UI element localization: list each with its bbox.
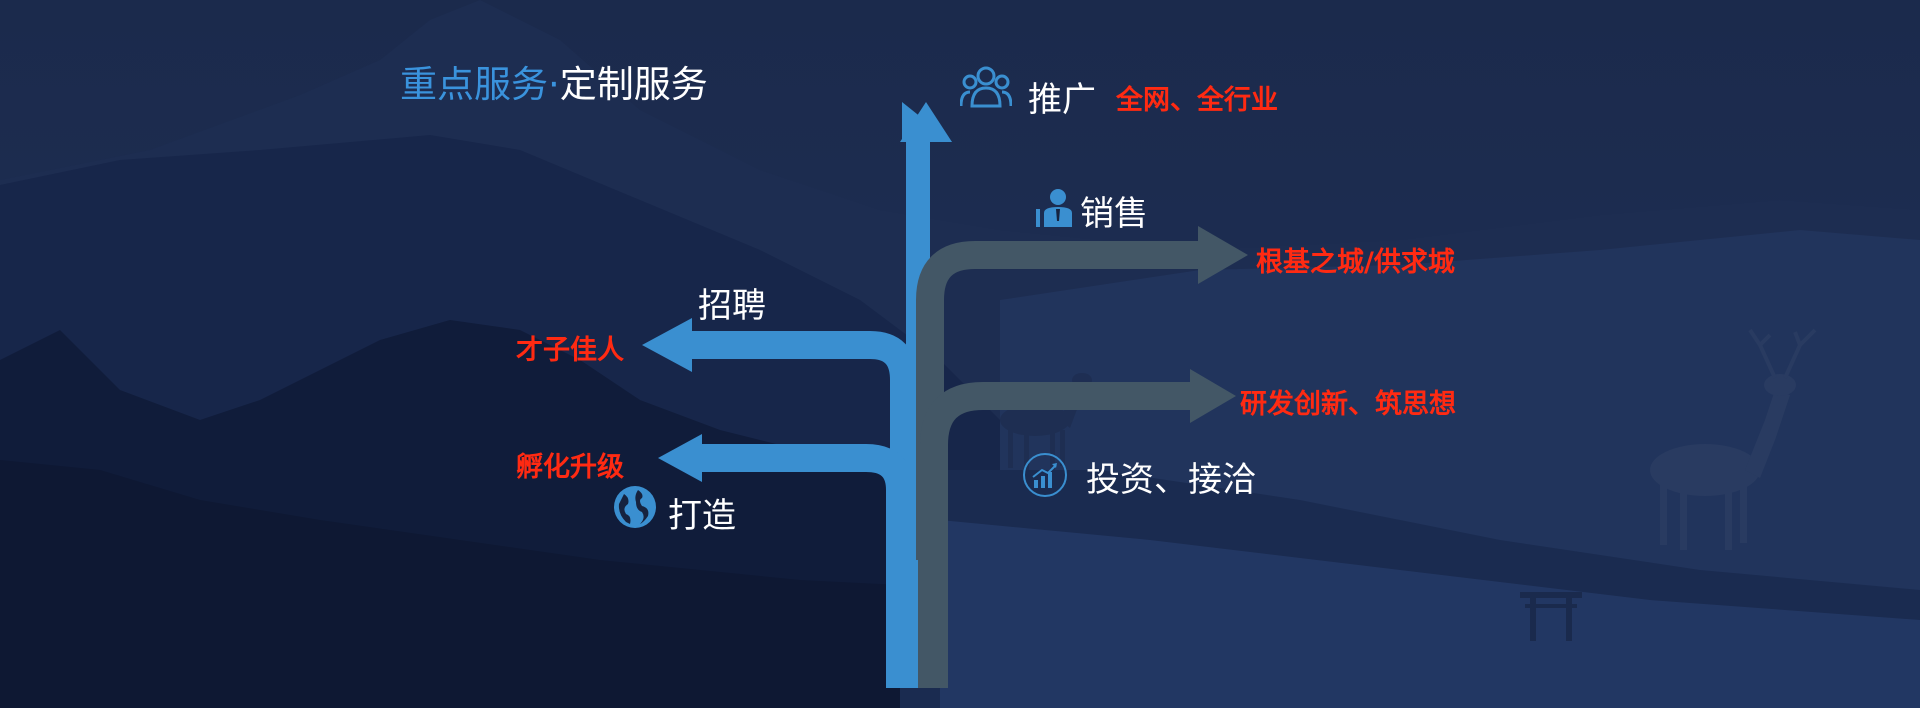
globe-icon bbox=[614, 486, 656, 528]
arrow-head-investment bbox=[1190, 369, 1236, 423]
growth-chart-icon bbox=[1023, 453, 1067, 497]
recruitment-label: 招聘 bbox=[698, 286, 766, 326]
people-group-icon bbox=[960, 66, 1012, 108]
sales-detail: 根基之城/供求城 bbox=[1256, 247, 1455, 278]
arrow-head-recruitment bbox=[642, 318, 692, 372]
arrow-sales bbox=[916, 241, 1205, 688]
arrow-investment bbox=[920, 382, 1195, 688]
promotion-detail: 全网、全行业 bbox=[1116, 85, 1278, 116]
investment-label: 投资、接洽 bbox=[1086, 460, 1256, 500]
sales-label: 销售 bbox=[1080, 194, 1148, 234]
trunk-grey bbox=[920, 560, 948, 688]
arrow-recruitment bbox=[690, 331, 918, 688]
promotion-label: 推广 bbox=[1028, 80, 1096, 120]
title-rest: 定制服务 bbox=[559, 63, 708, 106]
page-title: 重点服务·定制服务 bbox=[400, 54, 708, 108]
build-detail: 孵化升级 bbox=[516, 452, 624, 483]
arrow-build bbox=[700, 444, 914, 688]
arrow-head-sales bbox=[1198, 226, 1248, 284]
build-label: 打造 bbox=[668, 496, 736, 536]
trunk-blue bbox=[890, 560, 918, 688]
businessman-icon bbox=[1036, 189, 1072, 227]
title-highlight: 重点服务· bbox=[400, 63, 560, 106]
investment-detail: 研发创新、筑思想 bbox=[1240, 389, 1456, 420]
arrow-head-build bbox=[658, 434, 702, 482]
recruitment-detail: 才子佳人 bbox=[516, 335, 624, 366]
